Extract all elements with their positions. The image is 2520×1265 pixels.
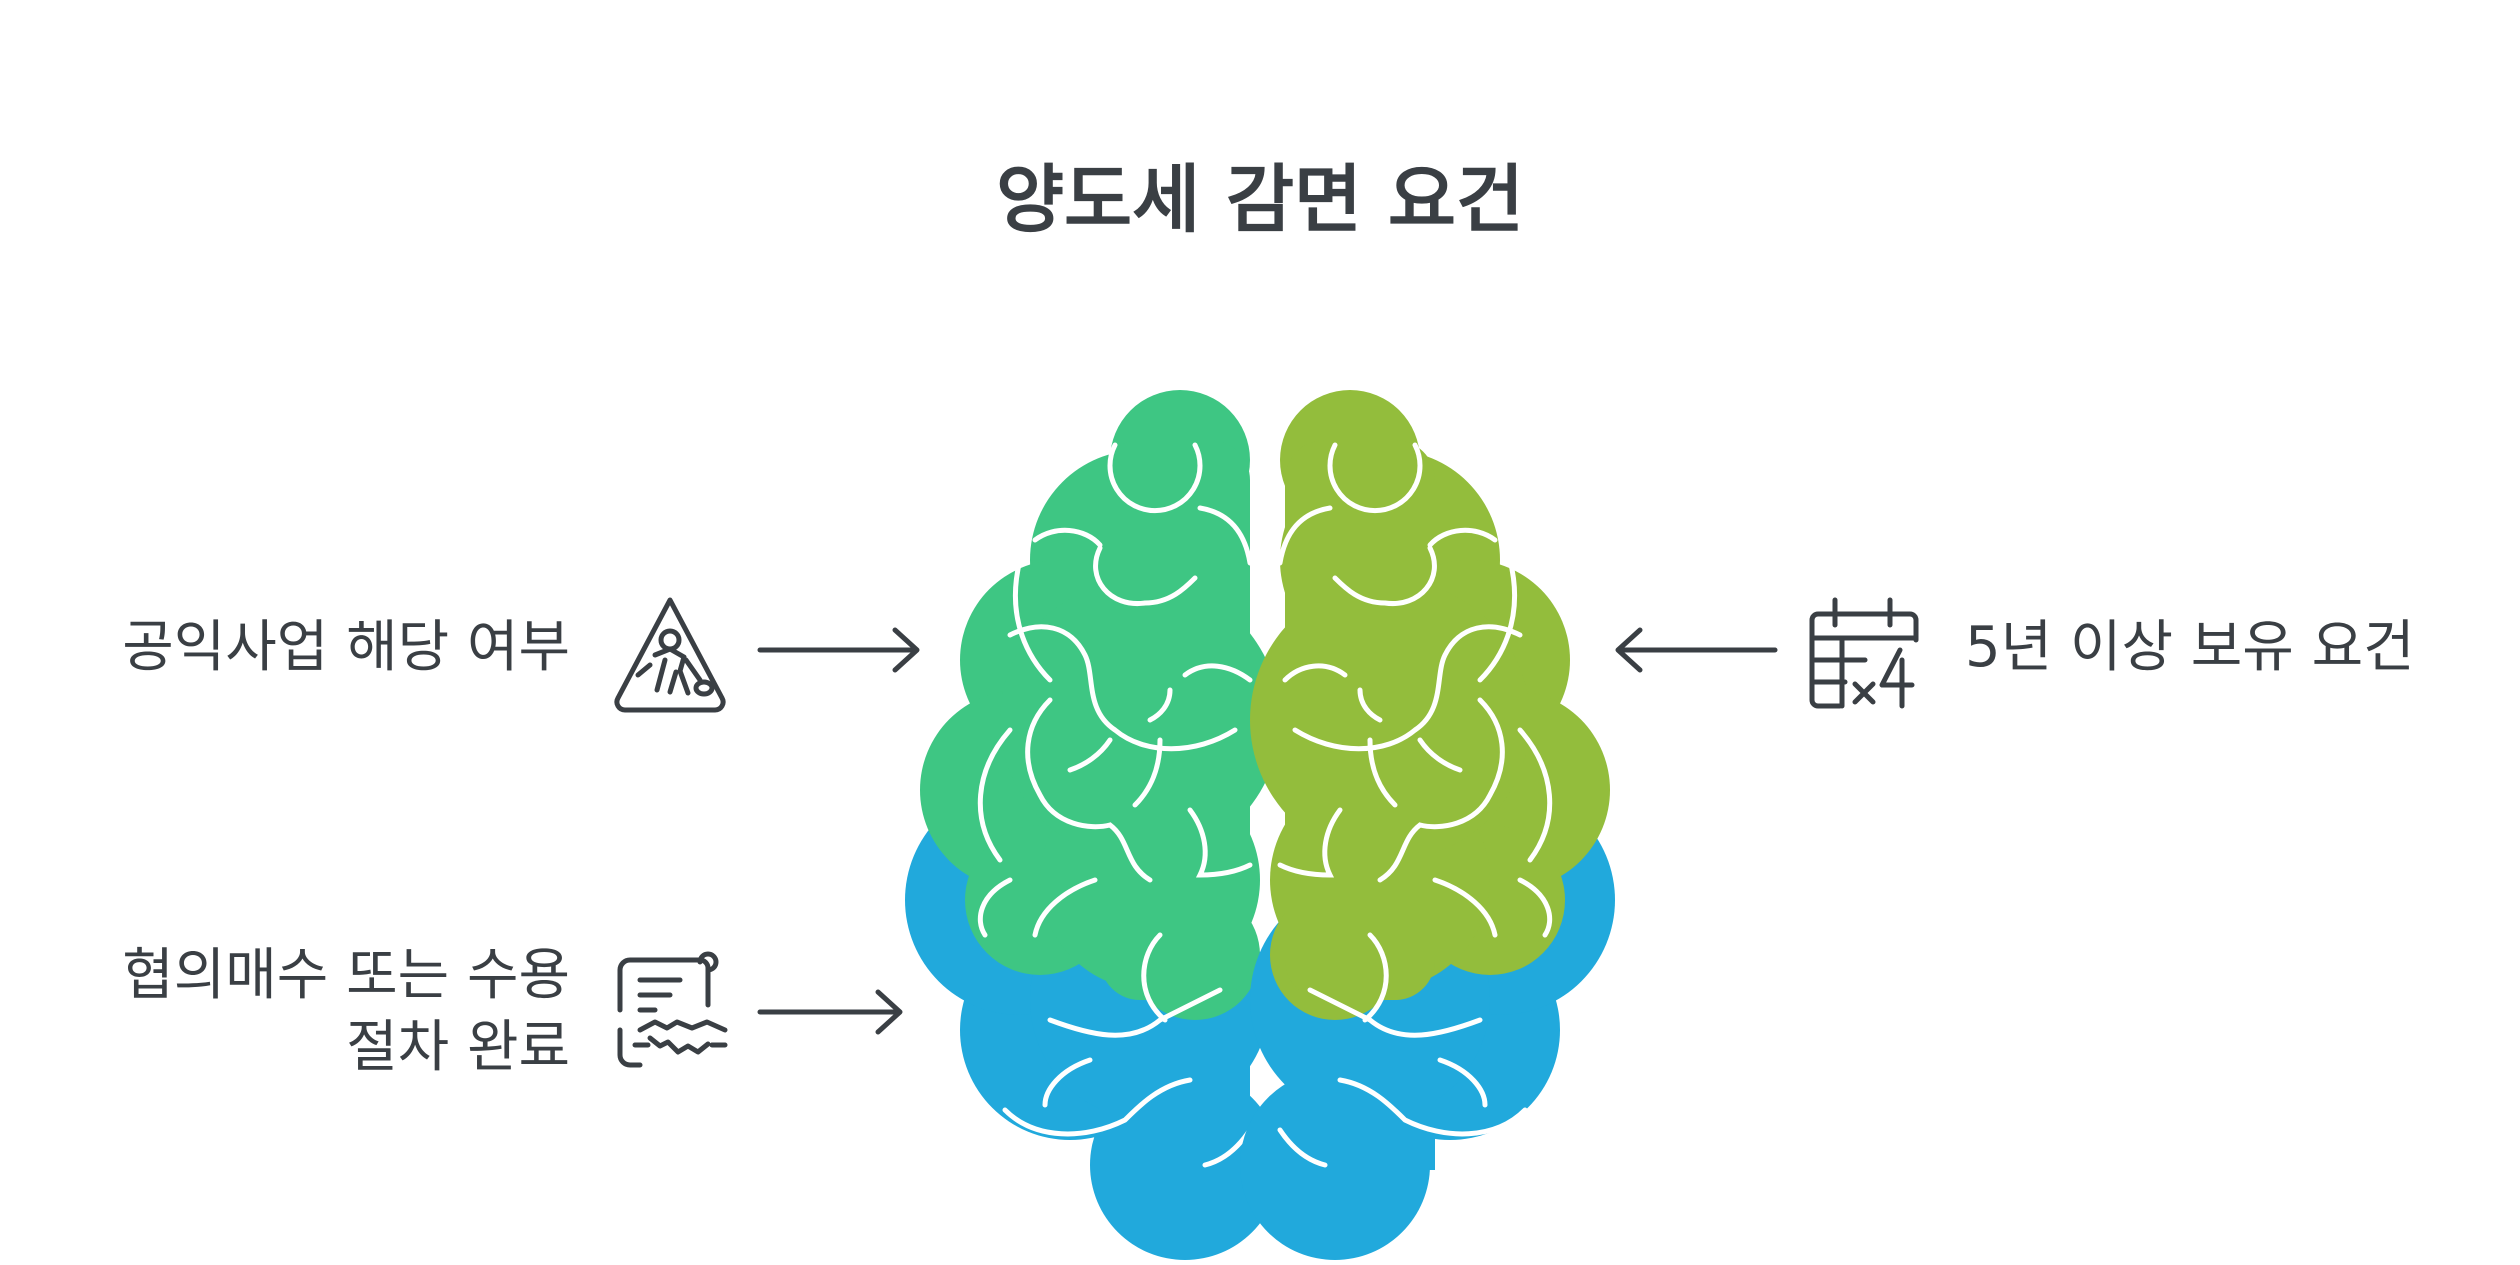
label-public-project: 공익사업 해당 여부 xyxy=(122,615,570,680)
arrow-public-project xyxy=(757,627,920,673)
diagram-title: 양도세 감면 요건 xyxy=(995,157,1525,243)
brain-right-folds xyxy=(1277,442,1553,1168)
calendar-x4-icon xyxy=(1809,597,1919,709)
brain-right-hemisphere xyxy=(1240,390,1615,1260)
brain-right-top-lobe xyxy=(1250,390,1610,1020)
label-holding-period: 5년 이상 보유 요건 xyxy=(1965,615,2415,680)
brain-left-top-lobe xyxy=(920,390,1280,1020)
arrow-holding-period xyxy=(1615,627,1778,673)
arrow-purchase-procedure xyxy=(757,989,903,1035)
label-purchase-procedure: 협의매수 또는 수용 절차 완료 xyxy=(122,940,570,1084)
label-purchase-line1: 협의매수 또는 수용 xyxy=(122,943,570,1008)
brain-left-hemisphere xyxy=(905,390,1280,1260)
construction-warning-icon xyxy=(614,597,726,713)
handshake-contract-icon xyxy=(617,951,728,1068)
label-purchase-line2: 절차 완료 xyxy=(346,1015,570,1080)
brain-left-folds xyxy=(977,442,1253,1168)
